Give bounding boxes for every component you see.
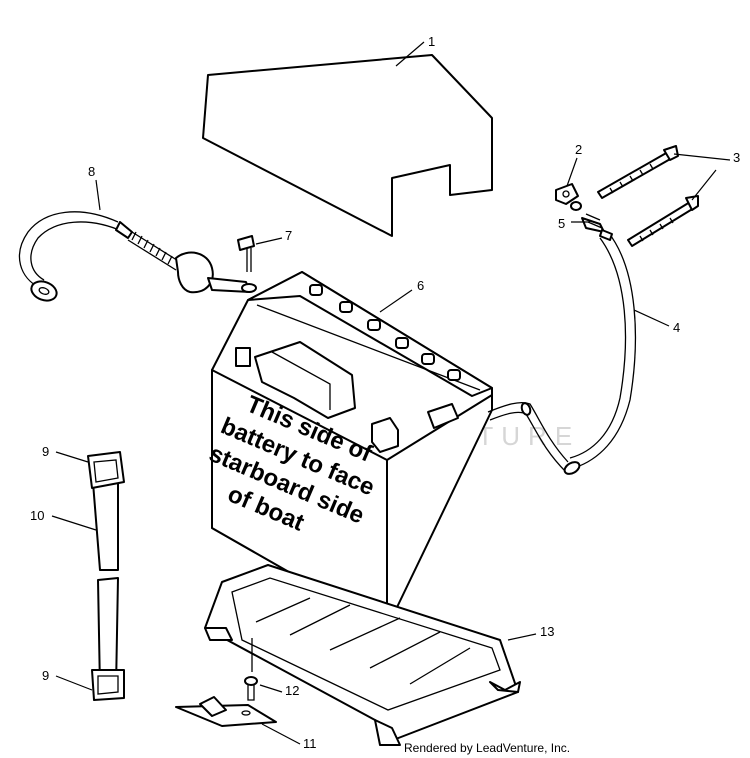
battery-cover[interactable] (202, 54, 493, 237)
callout-9-top: 9 (42, 444, 49, 459)
hold-down-strap[interactable] (91, 465, 119, 689)
tray-bracket[interactable] (175, 696, 277, 727)
leader-lines (51, 41, 731, 745)
callout-12: 12 (285, 683, 299, 698)
callout-3: 3 (733, 150, 740, 165)
callout-7: 7 (285, 228, 292, 243)
callout-labels: 1 2 3 4 5 6 7 8 9 10 9 11 12 13 (30, 34, 740, 751)
vent-fitting[interactable] (581, 213, 613, 241)
battery-tray[interactable] (204, 564, 521, 746)
footer-credit: Rendered by LeadVenture, Inc. (404, 741, 570, 755)
battery[interactable] (211, 271, 493, 629)
callout-6: 6 (417, 278, 424, 293)
callout-1: 1 (428, 34, 435, 49)
cable-ties[interactable] (597, 145, 699, 247)
callout-10: 10 (30, 508, 44, 523)
tray-screw[interactable] (244, 638, 258, 701)
vent-tube[interactable] (487, 231, 637, 476)
callout-5: 5 (558, 216, 565, 231)
vent-plug[interactable] (555, 183, 582, 211)
callout-2: 2 (575, 142, 582, 157)
strap-buckle-bottom[interactable] (91, 669, 125, 701)
callout-4: 4 (673, 320, 680, 335)
callout-8: 8 (88, 164, 95, 179)
callout-13: 13 (540, 624, 554, 639)
ground-cable[interactable] (18, 211, 251, 304)
callout-11: 11 (303, 736, 317, 751)
callout-9-bottom: 9 (42, 668, 49, 683)
terminal-bolt[interactable] (237, 235, 257, 293)
strap-buckle-top[interactable] (87, 451, 125, 489)
